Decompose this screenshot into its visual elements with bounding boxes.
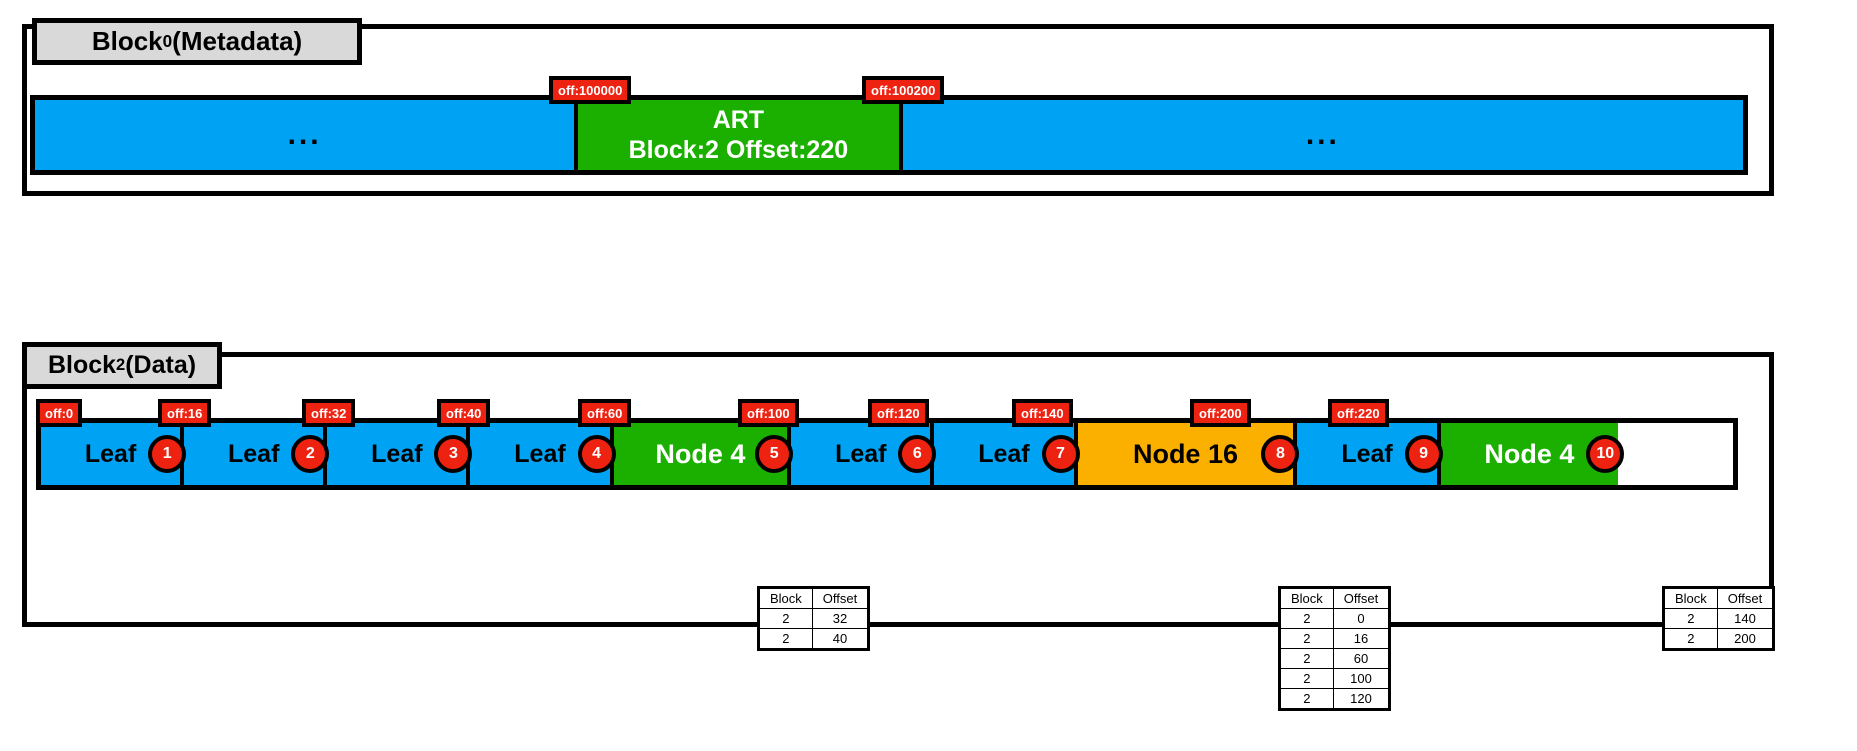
data-segment-label: Node 16 (1132, 438, 1238, 469)
table-column-header: Block (1663, 587, 1718, 609)
segment-index-badge: 1 (148, 435, 187, 473)
data-segment-label: Leaf (371, 439, 423, 468)
data-segment: Leaf 1 (41, 423, 187, 485)
data-title-subscript: 2 (116, 356, 126, 374)
data-segment: Leaf 6 (791, 423, 937, 485)
table-cell: 120 (1332, 688, 1391, 710)
ellipsis-label: ... (1305, 118, 1340, 151)
table-column-header: Block (1279, 587, 1334, 609)
data-offset-flag: off:60 (578, 399, 632, 427)
segment-index-badge: 3 (434, 435, 473, 473)
table-cell: 200 (1716, 628, 1775, 650)
data-segment-label: Leaf (1341, 439, 1393, 468)
segment-index-badge: 9 (1404, 435, 1443, 473)
table-cell: 2 (1279, 648, 1334, 669)
table-cell: 0 (1332, 608, 1391, 629)
segment-index-badge: 7 (1041, 435, 1080, 473)
data-segment: Leaf 3 (327, 423, 473, 485)
table-cell: 40 (811, 628, 870, 650)
segment-index-badge: 10 (1586, 435, 1625, 473)
table-column-header: Offset (811, 587, 870, 609)
table-column-header: Block (758, 587, 813, 609)
data-offset-flag: off:120 (868, 399, 929, 427)
table-cell: 2 (1663, 608, 1718, 629)
segment-index-badge: 8 (1261, 435, 1300, 473)
table-column-header: Offset (1716, 587, 1775, 609)
data-segment: Node 4 10 (1440, 423, 1625, 485)
data-offset-flag: off:16 (158, 399, 212, 427)
segment-index-badge: 4 (577, 435, 616, 473)
segment-index-badge: 2 (291, 435, 330, 473)
art-segment-title: ART (712, 105, 765, 134)
segment-index-badge: 6 (898, 435, 937, 473)
data-offset-flag: off:0 (36, 399, 83, 427)
segment-index-badge: 5 (755, 435, 794, 473)
data-segment-label: Leaf (835, 439, 887, 468)
data-offset-flag: off:200 (1190, 399, 1251, 427)
metadata-offset-flag: off:100000 (549, 76, 632, 104)
data-segment-label: Leaf (514, 439, 566, 468)
data-offset-flag: off:40 (437, 399, 491, 427)
data-segment-label: Node 4 (655, 438, 746, 469)
data-segment: Node 16 8 (1077, 423, 1300, 485)
table-cell: 32 (811, 608, 870, 629)
table-cell: 2 (1279, 668, 1334, 689)
metadata-title-subscript: 0 (162, 31, 173, 51)
art-segment-pointer: Block:2 Offset:220 (628, 136, 849, 164)
data-offset-flag: off:32 (302, 399, 356, 427)
data-title-prefix: Block (47, 351, 117, 379)
table-cell: 2 (758, 628, 813, 650)
metadata-ellipsis-segment: ... (902, 100, 1743, 170)
table-cell: 16 (1332, 628, 1391, 649)
data-segment: Leaf 4 (470, 423, 616, 485)
data-offset-flag: off:220 (1328, 399, 1389, 427)
data-segment: Leaf 7 (934, 423, 1080, 485)
ellipsis-label: ... (287, 118, 322, 151)
metadata-offset-flag: off:100200 (862, 76, 945, 104)
data-segment: Leaf 9 (1297, 423, 1443, 485)
metadata-title-suffix: (Metadata) (172, 26, 303, 56)
data-title-suffix: (Data) (125, 351, 197, 379)
table-cell: 2 (1663, 628, 1718, 650)
table-cell: 140 (1716, 608, 1775, 629)
data-segment-label: Node 4 (1484, 438, 1575, 469)
data-segment: Leaf 2 (184, 423, 330, 485)
data-offset-flag: off:100 (738, 399, 799, 427)
table-cell: 2 (758, 608, 813, 629)
table-cell: 2 (1279, 688, 1334, 710)
metadata-ellipsis-segment: ... (35, 100, 579, 170)
table-cell: 2 (1279, 628, 1334, 649)
table-column-header: Offset (1332, 587, 1391, 609)
data-offset-flag: off:140 (1012, 399, 1073, 427)
table-cell: 2 (1279, 608, 1334, 629)
data-segment-label: Leaf (228, 439, 280, 468)
data-segment-label: Leaf (84, 439, 137, 468)
table-cell: 60 (1332, 648, 1391, 669)
metadata-title-prefix: Block (91, 26, 163, 56)
table-cell: 100 (1332, 668, 1391, 689)
data-segment-label: Leaf (978, 439, 1030, 468)
data-segment: Node 4 5 (613, 423, 794, 485)
